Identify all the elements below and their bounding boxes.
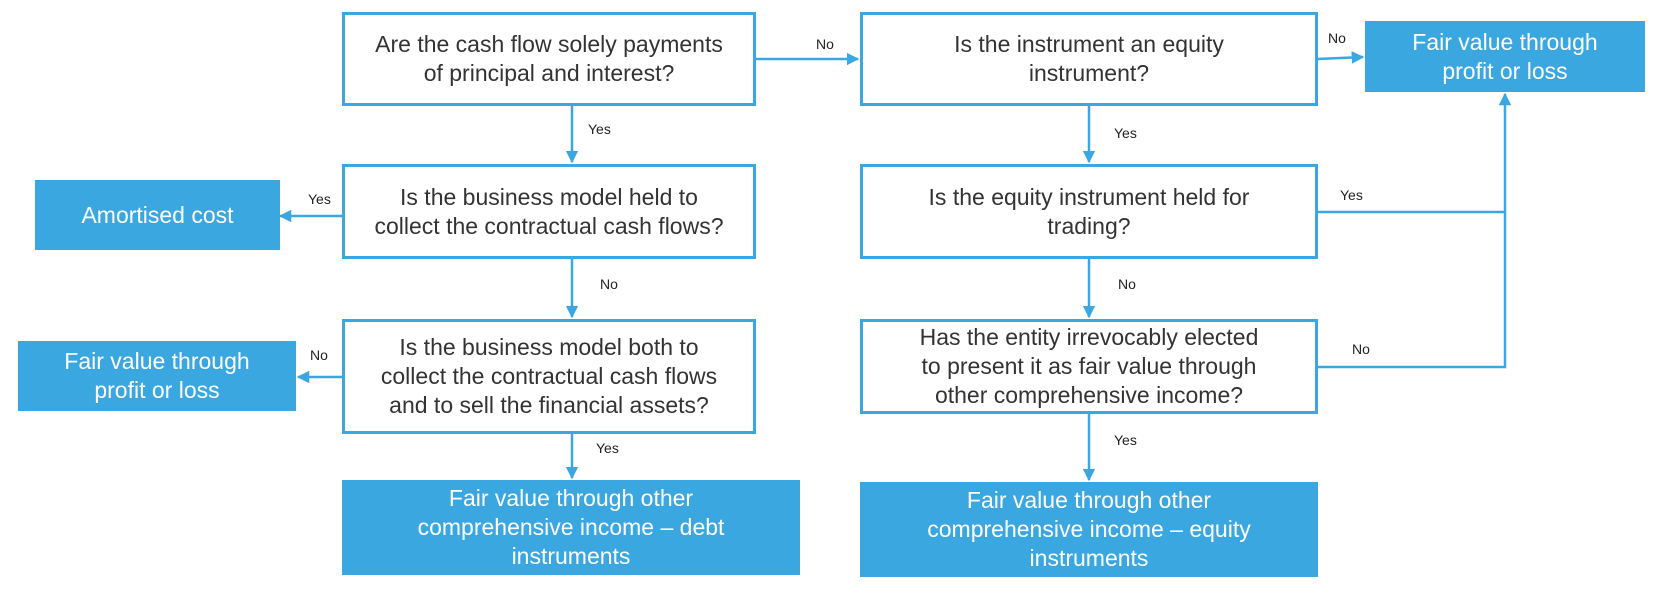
outcome-amortised-cost: Amortised cost bbox=[35, 180, 280, 250]
edge-label-collect-sell-yes: Yes bbox=[596, 440, 619, 456]
outcome-fvoci-debt: Fair value through other comprehensive i… bbox=[342, 480, 800, 575]
question-sppi: Are the cash flow solely payments of pri… bbox=[342, 12, 756, 106]
outcome-fvpl-top: Fair value through profit or loss bbox=[1365, 21, 1645, 92]
question-collect-and-sell: Is the business model both to collect th… bbox=[342, 319, 756, 434]
edge-label-trading-yes: Yes bbox=[1340, 187, 1363, 203]
edge-label-collect-sell-no: No bbox=[310, 347, 328, 363]
edge-label-irrevocable-yes: Yes bbox=[1114, 432, 1137, 448]
question-held-for-trading: Is the equity instrument held for tradin… bbox=[860, 164, 1318, 259]
edge-label-held-collect-yes: Yes bbox=[308, 191, 331, 207]
edge-label-equity-no: No bbox=[1328, 30, 1346, 46]
edge-label-equity-yes: Yes bbox=[1114, 125, 1137, 141]
question-equity-instrument: Is the instrument an equity instrument? bbox=[860, 12, 1318, 106]
edge-label-sppi-no: No bbox=[816, 36, 834, 52]
edge-label-trading-no: No bbox=[1118, 276, 1136, 292]
edge-equity-to-fvpl-top bbox=[1317, 51, 1365, 64]
question-irrevocable-election: Has the entity irrevocably elected to pr… bbox=[860, 319, 1318, 414]
edge-label-held-collect-no: No bbox=[600, 276, 618, 292]
edge-label-irrevocable-no: No bbox=[1352, 341, 1370, 357]
question-held-to-collect: Is the business model held to collect th… bbox=[342, 164, 756, 259]
edge-label-sppi-yes: Yes bbox=[588, 121, 611, 137]
outcome-fvoci-equity: Fair value through other comprehensive i… bbox=[860, 482, 1318, 577]
outcome-fvpl-left: Fair value through profit or loss bbox=[18, 341, 296, 411]
edge-irrevocable-to-fvpl-top bbox=[1318, 212, 1507, 369]
